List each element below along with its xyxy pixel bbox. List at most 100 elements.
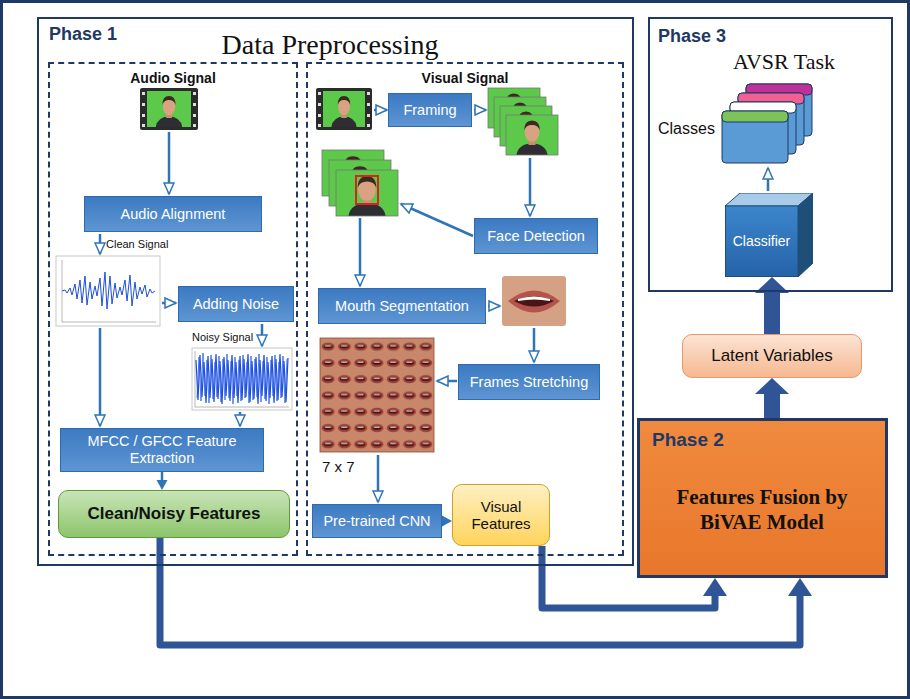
panel-heading: Phase 3	[658, 26, 726, 47]
flow-arrow	[529, 158, 532, 216]
text-holder: AVSR Task	[733, 49, 835, 74]
panel-heading: Visual Signal	[422, 70, 509, 86]
text-holder: Features Fusion by BiVAE Model	[652, 485, 872, 535]
box-label: Pre-trained CNN	[323, 513, 430, 530]
text-holder: Phase 1	[49, 24, 117, 45]
mouth-image	[514, 297, 554, 307]
box-label: Frames Stretching	[470, 374, 588, 391]
video-thumbnail	[316, 88, 372, 130]
mouth-grid	[320, 338, 434, 452]
video-thumbnail	[140, 88, 198, 130]
box-label: Classifier	[733, 233, 791, 249]
flow-connector	[755, 277, 789, 334]
video-thumbnail	[142, 114, 145, 117]
flow-arrow	[533, 328, 536, 362]
classes-label: Classes	[658, 120, 715, 138]
noisy-signal-plot	[197, 353, 287, 404]
text-holder: 7 x 7	[322, 458, 355, 475]
face-detection-image	[322, 150, 398, 216]
connector-line	[764, 394, 780, 418]
flow-arrow	[374, 109, 387, 112]
text-holder: Phase 2	[652, 429, 724, 451]
flow-arrow	[401, 204, 473, 236]
panel-heading: Audio Signal	[130, 70, 216, 86]
frame-stack	[488, 88, 558, 155]
mouth-image	[502, 276, 566, 326]
features-box: Clean/Noisy Features	[58, 490, 290, 538]
class-cards	[722, 84, 812, 163]
signal-label: Noisy Signal	[192, 331, 253, 344]
flow-arrow	[239, 412, 242, 426]
process-box: Face Detection	[474, 218, 598, 254]
text-holder: Phase 3	[658, 26, 726, 47]
face-detection-image	[336, 170, 398, 216]
text-holder: Data Preprocessing	[222, 29, 439, 61]
flow-arrow	[377, 455, 380, 502]
mouth-image	[502, 276, 566, 326]
latent-box: Latent Variables	[682, 334, 862, 378]
video-thumbnail	[193, 92, 196, 95]
clean-signal-plot	[62, 322, 156, 323]
process-box: MFCC / GFCC Feature Extraction	[60, 428, 264, 472]
video-thumbnail	[318, 92, 321, 95]
noisy-signal-plot	[195, 407, 289, 408]
video-thumbnail	[323, 91, 365, 127]
text-holder: Noisy Signal	[192, 331, 253, 344]
class-cards	[722, 111, 788, 122]
noisy-signal-plot	[195, 351, 196, 407]
noisy-signal-plot	[192, 348, 292, 410]
process-box: Mouth Segmentation	[318, 288, 486, 324]
box-label: Audio Alignment	[121, 206, 226, 223]
phase-panel: Phase 1Data PreprocessingAudio SignalAud…	[37, 17, 634, 566]
text-holder: Classes	[658, 120, 715, 138]
flow-arrow	[168, 132, 171, 194]
group-box: Audio SignalAudio AlignmentAdding NoiseM…	[48, 62, 298, 556]
arrow-head	[755, 378, 789, 394]
clean-signal-plot	[56, 256, 160, 326]
face-detection-image	[356, 176, 378, 204]
flow-arrow	[99, 234, 102, 254]
flow-connector	[755, 378, 789, 418]
process-box: Audio Alignment	[84, 196, 262, 232]
signal-label: Clean Signal	[106, 238, 168, 251]
panel-title: AVSR Task	[733, 49, 835, 74]
flow-arrow	[488, 305, 500, 308]
flow-arrow	[162, 302, 176, 305]
process-box: Framing	[388, 93, 472, 127]
video-thumbnail	[142, 103, 145, 106]
mouth-image	[508, 291, 560, 313]
text-holder: Clean Signal	[106, 238, 168, 251]
video-thumbnail	[367, 124, 370, 127]
video-thumbnail	[140, 88, 198, 130]
features-box: Visual Features	[452, 484, 550, 546]
box-label: Mouth Segmentation	[335, 298, 469, 315]
panel-heading: Phase 1	[49, 24, 117, 45]
face-detection-image	[336, 170, 398, 216]
classifier-cube: Classifier	[725, 193, 813, 277]
box-label: Adding Noise	[193, 296, 279, 313]
frame-stack	[506, 115, 558, 155]
group-box: Visual SignalFramingFace DetectionMouth …	[306, 62, 624, 556]
flow-arrow	[99, 328, 102, 426]
flow-arrow	[261, 324, 264, 346]
text-holder: Audio Signal	[130, 70, 216, 86]
panel-heading: Phase 2	[652, 429, 724, 451]
box-label: Face Detection	[487, 228, 585, 245]
flow-arrow	[437, 380, 457, 383]
arrow-head	[157, 480, 168, 490]
flow-connector	[442, 516, 452, 527]
clean-signal-plot	[56, 256, 160, 326]
flow-arrow	[767, 168, 770, 191]
video-thumbnail	[318, 124, 321, 127]
video-thumbnail	[318, 103, 321, 106]
mouth-image	[518, 297, 550, 302]
connector-line	[161, 472, 164, 480]
flow-arrow	[474, 109, 486, 112]
process-box: Pre-trained CNN	[312, 504, 442, 538]
box-label: Visual Features	[457, 498, 545, 533]
grid-label: 7 x 7	[322, 458, 355, 475]
phase-panel: Phase 3 AVSR TaskClassifier	[648, 17, 893, 292]
panel-title: Features Fusion by BiVAE Model	[652, 485, 872, 535]
